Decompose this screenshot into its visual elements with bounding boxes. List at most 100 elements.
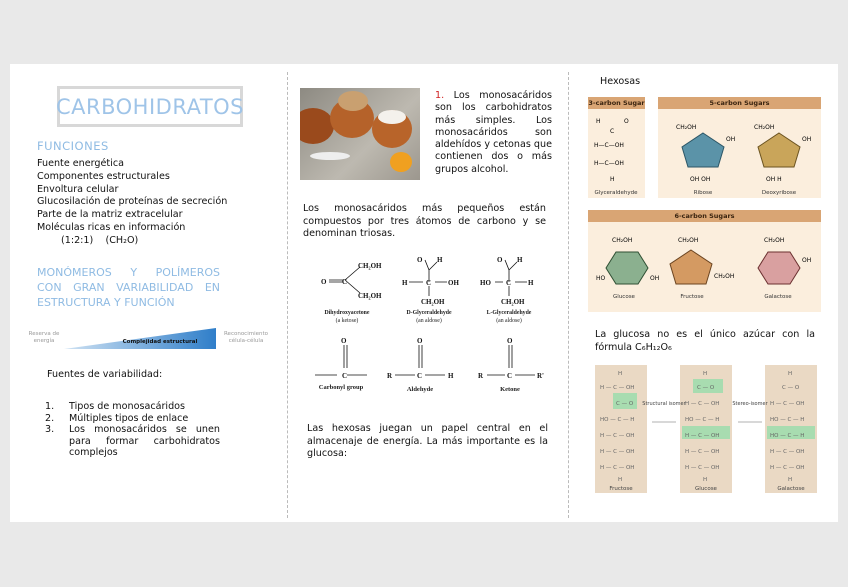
intro-paragraph: 1. Los monosacáridos son los carbohidrat… (435, 90, 552, 176)
svg-text:H: H (517, 256, 523, 264)
gradient-right-label: Reconocimiento célula-célula (223, 331, 269, 344)
structure-name: Dihydroxyacetone (325, 310, 370, 316)
svg-text:O: O (507, 337, 513, 345)
item-number: 1. (435, 90, 445, 101)
svg-text:H — C — OH: H — C — OH (600, 465, 634, 471)
box-header: 6-carbon Sugars (588, 210, 821, 222)
complexity-gradient (64, 328, 216, 349)
svg-text:CH₂OH: CH₂OH (676, 124, 696, 131)
hexosas-label: Hexosas (600, 76, 641, 87)
svg-text:HO — C — H: HO — C — H (770, 433, 804, 439)
svg-text:CH₂OH: CH₂OH (501, 298, 525, 306)
svg-text:H: H (703, 371, 707, 377)
svg-text:H — C — OH: H — C — OH (600, 433, 634, 439)
svg-text:C — O: C — O (616, 401, 634, 407)
item-text: Los monosacáridos se unen para formar ca… (69, 424, 220, 458)
svg-text:H — C — OH: H — C — OH (685, 433, 719, 439)
svg-text:OH: OH (448, 279, 459, 287)
intro-text: Los monosacáridos son los carbohidratos … (435, 90, 552, 175)
svg-text:C: C (426, 279, 431, 287)
svg-text:C: C (342, 278, 347, 286)
svg-text:C: C (610, 128, 614, 135)
svg-text:H: H (402, 279, 408, 287)
item-number: 1. (45, 401, 55, 412)
monomeros-heading: MONÓMEROS Y POLÍMEROS CON GRAN VARIABILI… (37, 265, 220, 310)
svg-text:H — C — OH: H — C — OH (770, 449, 804, 455)
structure-sub: (an aldose) (416, 317, 442, 324)
svg-text:CH₂OH: CH₂OH (421, 298, 445, 306)
svg-text:H — C — OH: H — C — OH (685, 449, 719, 455)
svg-text:C: C (506, 279, 511, 287)
fuente-item: 2. Múltiples tipos de enlace (45, 413, 220, 425)
item-text: Múltiples tipos de enlace (69, 412, 189, 424)
funciones-heading: FUNCIONES (37, 139, 109, 153)
svg-text:H—C—OH: H—C—OH (594, 160, 624, 167)
svg-text:H — C — OH: H — C — OH (770, 401, 804, 407)
svg-text:H: H (788, 371, 792, 377)
svg-text:H—C—OH: H—C—OH (594, 142, 624, 149)
funciones-list: Fuente energética Componentes estructura… (37, 158, 287, 248)
item-text: Tipos de monosacáridos (69, 401, 186, 412)
fuentes-heading: Fuentes de variabilidad: (47, 369, 163, 380)
svg-text:O: O (321, 278, 327, 286)
glucosa-paragraph: La glucosa no es el único azúcar con la … (595, 329, 815, 353)
svg-text:H: H (596, 118, 601, 125)
svg-text:OH: OH (650, 275, 659, 282)
svg-text:CH₂OH: CH₂OH (764, 237, 784, 244)
svg-text:OH: OH (802, 136, 811, 143)
gradient-center-label: Complejidad estructural (122, 339, 198, 345)
svg-text:CH₂OH: CH₂OH (358, 262, 382, 270)
fuente-item: 3.Los monosacáridos se unen para formar … (45, 424, 220, 459)
item-number: 2. (45, 412, 55, 424)
sugar-name: Galactose (764, 294, 792, 300)
svg-text:HO — C — H: HO — C — H (770, 417, 804, 423)
svg-text:OH H: OH H (766, 176, 782, 183)
box-header: 3-carbon Sugar (588, 97, 645, 109)
fold-divider (287, 72, 288, 518)
fold-divider (568, 72, 569, 518)
svg-text:HO: HO (596, 275, 606, 282)
sugar-name: Glyceraldehyde (594, 190, 638, 196)
structure-name: D-Glyceraldehyde (406, 310, 452, 316)
triosas-paragraph: Los monosacáridos más pequeños están com… (303, 203, 546, 239)
svg-text:R: R (478, 372, 484, 380)
svg-text:O: O (624, 118, 629, 125)
sugar-name: Deoxyribose (762, 190, 797, 196)
fuente-item: 1. Tipos de monosacáridos (45, 401, 220, 413)
svg-text:H — C — OH: H — C — OH (600, 385, 634, 391)
structure-name: L-Glyceraldehyde (487, 310, 532, 316)
svg-text:HO — C — H: HO — C — H (685, 417, 719, 423)
sugar-name: Ribose (694, 190, 713, 196)
gradient-left-label: Reserva de energía (28, 331, 60, 344)
svg-text:C: C (342, 372, 347, 380)
ratio: (1:2:1) (61, 234, 94, 246)
glyceraldehyde-structure: H O C H—C—OH H—C—OH H Glyceraldehyde (594, 118, 638, 196)
heading-line: CON GRAN VARIABILIDAD EN (37, 281, 220, 294)
structure-sub: (an aldose) (496, 317, 522, 324)
svg-text:H: H (437, 256, 443, 264)
arrow-label: Structural isomer (642, 401, 686, 407)
funcion-item: Moléculas ricas en información (37, 221, 186, 233)
svg-text:H — C — OH: H — C — OH (685, 401, 719, 407)
svg-text:H: H (528, 279, 534, 287)
page-title: CARBOHIDRATOS (56, 86, 244, 127)
group-label: Carbonyl group (319, 384, 364, 391)
svg-text:OH: OH (726, 136, 735, 143)
svg-text:R: R (387, 372, 393, 380)
arrow-label: Stereo-isomer (732, 401, 768, 407)
svg-text:O: O (417, 337, 423, 345)
svg-text:R': R' (537, 372, 544, 380)
svg-text:H: H (448, 372, 454, 380)
svg-text:H: H (610, 176, 615, 183)
panel-label: Galactose (777, 486, 805, 492)
funcion-item: Envoltura celular (37, 183, 119, 195)
svg-text:H — C — OH: H — C — OH (600, 449, 634, 455)
funcion-item: Glucosilación de proteínas de secreción (37, 196, 228, 208)
funcion-item: Componentes estructurales (37, 170, 170, 182)
svg-text:O: O (497, 256, 503, 264)
heading-line: MONÓMEROS Y POLÍMEROS (37, 266, 220, 279)
